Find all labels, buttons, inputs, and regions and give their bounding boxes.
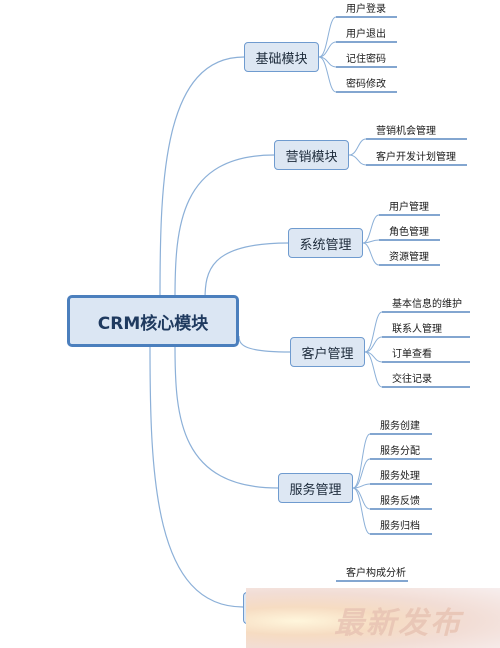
branch-node-marketing[interactable]: 营销模块 [274,140,349,170]
leaf-connector [318,41,337,58]
leaf-connector [362,214,380,244]
branch-connector [159,56,245,297]
leaf-node[interactable]: 服务反馈 [380,496,420,507]
leaf-node[interactable]: 用户登录 [346,4,386,15]
leaf-connector [352,458,371,489]
leaf-node[interactable]: 资源管理 [389,252,429,263]
leaf-connector [318,16,337,58]
leaf-connector [352,487,371,510]
leaf-node[interactable]: 服务创建 [380,421,420,432]
leaf-node[interactable]: 角色管理 [389,227,429,238]
leaf-node[interactable]: 服务归档 [380,521,420,532]
leaf-node[interactable]: 记住密码 [346,54,386,65]
leaf-node[interactable]: 客户构成分析 [346,568,406,579]
branch-node-service[interactable]: 服务管理 [278,473,353,503]
watermark-overlay: 最新发布 [246,588,500,648]
leaf-connector [348,138,367,156]
leaf-connector [352,487,371,535]
leaf-node[interactable]: 交往记录 [392,374,432,385]
branch-connector [174,346,279,489]
branch-connector [238,335,291,353]
root-node[interactable]: CRM核心模块 [67,295,239,347]
leaf-node[interactable]: 服务分配 [380,446,420,457]
leaf-connector [348,154,367,166]
leaf-connector [364,351,383,388]
branch-connector [204,242,289,301]
branch-node-basic[interactable]: 基础模块 [244,42,319,72]
branch-node-system[interactable]: 系统管理 [288,228,363,258]
leaf-connector [318,56,337,93]
leaf-connector [364,311,383,353]
leaf-node[interactable]: 联系人管理 [392,324,442,335]
leaf-connector [364,336,383,353]
branch-connector [149,346,244,608]
leaf-connector [362,242,380,266]
branch-node-customer[interactable]: 客户管理 [290,337,365,367]
leaf-node[interactable]: 用户管理 [389,202,429,213]
leaf-node[interactable]: 订单查看 [392,349,432,360]
leaf-node[interactable]: 客户开发计划管理 [376,152,456,163]
leaf-node[interactable]: 营销机会管理 [376,126,436,137]
leaf-connector [352,433,371,489]
leaf-node[interactable]: 用户退出 [346,29,386,40]
watermark-text: 最新发布 [334,606,462,641]
leaf-node[interactable]: 服务处理 [380,471,420,482]
branch-connector [174,154,275,299]
leaf-node[interactable]: 基本信息的维护 [392,299,462,310]
leaf-node[interactable]: 密码修改 [346,79,386,90]
